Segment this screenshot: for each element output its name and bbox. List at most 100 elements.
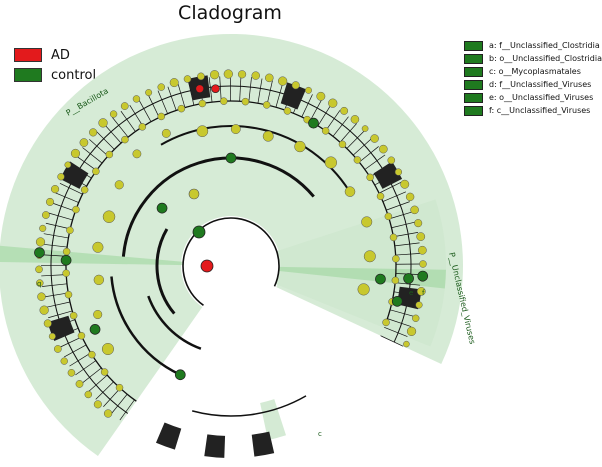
taxa-legend: a: f__Unclassified_Clostridia b: o__Uncl… <box>464 39 602 117</box>
leaf-node <box>98 118 108 128</box>
leaf-node <box>277 76 288 86</box>
branch-spoke <box>45 301 71 308</box>
inner-node <box>338 140 347 149</box>
control-node <box>225 152 237 164</box>
inner-node <box>262 130 274 142</box>
leaf-node <box>39 224 47 232</box>
branch-spoke <box>59 336 83 348</box>
leaf-node <box>84 390 93 399</box>
leaf-node <box>264 73 274 83</box>
control-node <box>60 254 72 266</box>
leaf-node <box>109 110 118 118</box>
inner-node <box>62 247 71 256</box>
leaf-node <box>57 173 65 181</box>
inner-node <box>294 140 306 153</box>
leaf-node <box>406 326 417 336</box>
branch-spoke <box>89 139 109 157</box>
taxa-legend-item: f: c__Unclassified_Viruses <box>464 104 602 117</box>
branch-spoke <box>111 394 128 414</box>
inner-node <box>66 226 74 235</box>
branch-spoke <box>317 104 332 126</box>
branch-spoke <box>157 90 168 114</box>
branch-spoke <box>42 243 68 248</box>
branch-arc <box>182 217 280 306</box>
leaf-node <box>387 156 396 165</box>
leaf-node <box>70 148 81 158</box>
branch-spoke <box>41 254 67 257</box>
leaf-cluster <box>204 434 226 458</box>
inner-node <box>92 241 104 253</box>
leaf-node <box>305 86 312 94</box>
control-node <box>375 273 386 285</box>
branch-spoke <box>382 191 407 202</box>
leaf-node <box>37 292 46 301</box>
branch-spoke <box>177 83 186 108</box>
inner-node <box>115 383 124 392</box>
leaf-node <box>379 144 388 154</box>
leaf-node <box>417 245 427 255</box>
taxa-swatch <box>464 105 483 116</box>
leaf-node <box>328 98 338 108</box>
control-node <box>417 270 429 282</box>
leaf-cluster <box>373 161 403 189</box>
inner-node <box>241 97 250 106</box>
inner-node <box>77 331 86 340</box>
leaf-node <box>42 211 50 219</box>
clade-label-e: e <box>409 289 413 297</box>
center-disk <box>183 218 279 314</box>
inner-node <box>69 311 78 320</box>
inner-node <box>93 309 103 320</box>
inner-node <box>92 167 100 176</box>
control-node <box>403 273 414 284</box>
leaf-node <box>43 319 52 328</box>
branch-arc <box>121 156 315 257</box>
branch-spoke <box>147 94 160 118</box>
branch-spoke <box>96 131 115 150</box>
leaf-node <box>291 81 300 90</box>
taxa-swatch <box>464 79 483 90</box>
taxa-swatch <box>464 40 483 51</box>
taxa-label: b: o__Unclassified_Clostridia <box>489 54 602 63</box>
branch-spoke <box>391 221 416 229</box>
inner-node <box>105 150 114 159</box>
leaf-node <box>53 345 62 353</box>
inner-node <box>344 186 356 197</box>
leaf-cluster <box>59 161 89 189</box>
inner-node <box>283 107 292 115</box>
taxa-label: a: f__Unclassified_Clostridia <box>489 41 600 50</box>
branch-spoke <box>51 202 76 212</box>
taxa-label: d: f__Unclassified_Viruses <box>489 80 592 89</box>
branch-spoke <box>75 155 97 171</box>
taxa-label: c: o__Mycoplasmatales <box>489 67 581 76</box>
taxa-swatch <box>464 53 483 64</box>
branch-spoke <box>393 232 419 238</box>
branch-spoke <box>239 76 242 102</box>
control-node <box>34 247 45 258</box>
leaf-node <box>79 138 89 147</box>
control-node <box>308 117 319 129</box>
legend-item-control: control <box>14 65 96 85</box>
leaf-cluster <box>396 286 422 310</box>
inner-node <box>88 350 96 359</box>
inner-node <box>376 192 385 201</box>
leaf-node <box>89 128 98 137</box>
branch-spoke <box>248 77 252 103</box>
inner-node <box>64 290 73 299</box>
branch-arc <box>50 85 412 414</box>
group-legend: AD control <box>14 45 96 85</box>
leaf-node <box>416 232 426 242</box>
branch-spoke <box>389 211 414 220</box>
branch-spoke <box>395 282 421 286</box>
leaf-node <box>209 70 220 80</box>
leaf-node <box>132 95 141 103</box>
branch-spoke <box>395 253 421 256</box>
inner-node <box>220 97 228 105</box>
taxa-swatch <box>464 92 483 103</box>
root-ad-node <box>200 259 214 273</box>
branch-spoke <box>208 77 213 103</box>
branch-spoke <box>339 123 357 143</box>
leaf-node <box>223 69 233 79</box>
leaf-cluster <box>280 82 307 110</box>
branch-spoke <box>187 80 195 106</box>
inner-node <box>382 318 390 327</box>
